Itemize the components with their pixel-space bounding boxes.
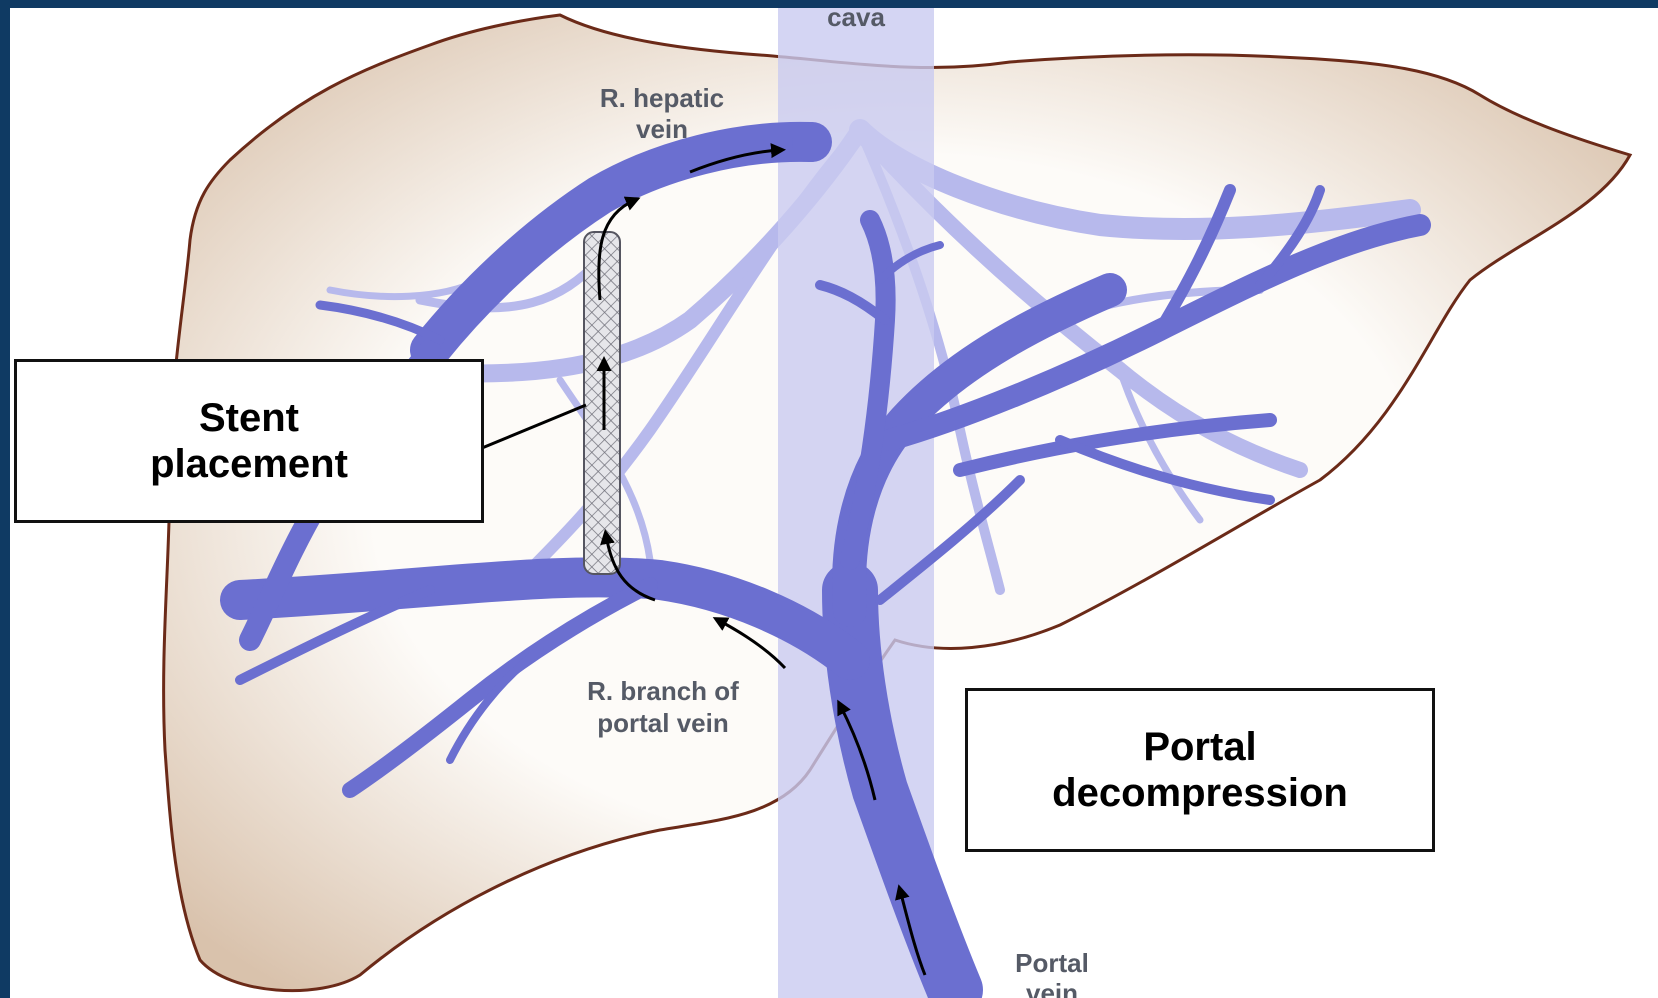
stent-graft	[584, 232, 620, 574]
label-portal-branch-2: portal vein	[597, 708, 728, 738]
decompression-callout-line2: decompression	[1052, 770, 1348, 816]
label-portal-vein-2: vein	[1026, 978, 1078, 998]
stent-callout-line1: Stent	[150, 395, 348, 441]
label-portal-vein-1: Portal	[1015, 948, 1089, 978]
hepatic-vein-end	[792, 122, 832, 162]
stent-placement-callout: Stent placement	[14, 359, 484, 523]
label-hepatic-vein-2: vein	[636, 114, 688, 144]
portal-decompression-callout: Portal decompression	[965, 688, 1435, 852]
decompression-callout-line1: Portal	[1052, 724, 1348, 770]
stent-callout-line2: placement	[150, 441, 348, 487]
label-portal-branch-1: R. branch of	[587, 676, 739, 706]
label-vena-cava: cava	[827, 2, 885, 32]
label-hepatic-vein-1: R. hepatic	[600, 83, 724, 113]
